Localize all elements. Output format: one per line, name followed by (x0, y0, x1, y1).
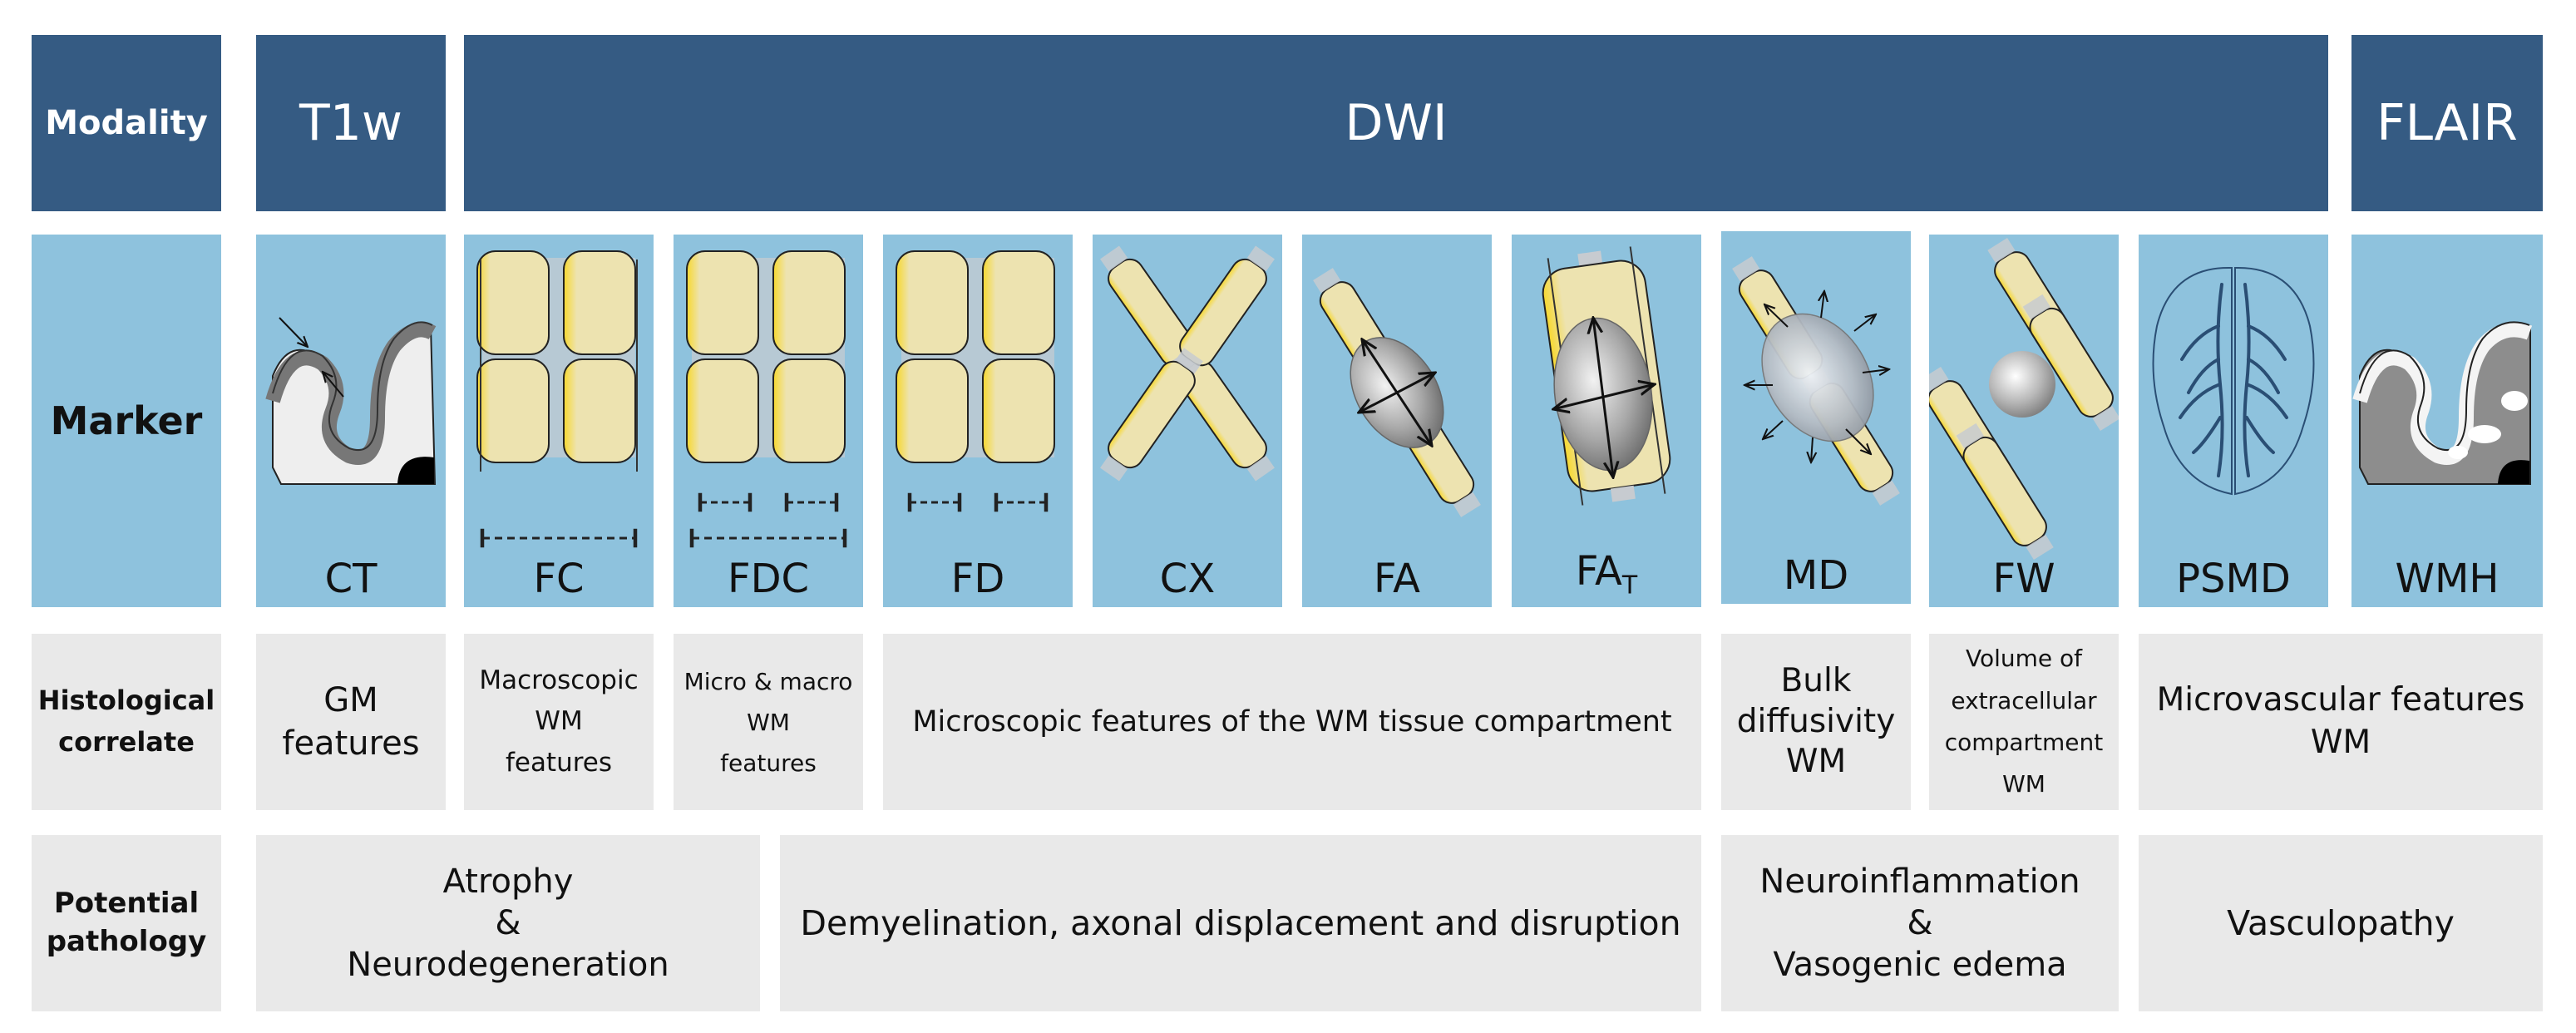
modality-dwi: DWI (464, 35, 2328, 211)
marker-label-fc: FC (533, 556, 585, 602)
tissue-fractional-anisotropy-illustration (1542, 246, 1671, 506)
marker-fw: FW (1929, 235, 2119, 607)
marker-psmd: PSMD (2139, 235, 2328, 607)
fractional-anisotropy-illustration (1306, 263, 1488, 522)
marker-fdc: FDC (674, 235, 863, 607)
marker-label-cx: CX (1159, 556, 1216, 602)
marker-wmh: WMH (2351, 235, 2543, 607)
marker-label-psmd: PSMD (2176, 556, 2291, 602)
pathology-vasculopathy: Vasculopathy (2139, 835, 2543, 1011)
free-water-illustration (1929, 235, 2119, 565)
modality-flair: FLAIR (2351, 35, 2543, 211)
row-label-marker: Marker (32, 235, 221, 607)
marker-label-md: MD (1783, 552, 1849, 599)
marker-label-fdc: FDC (727, 556, 810, 602)
marker-fa: FA (1302, 235, 1492, 607)
fiber-cross-section-illustration (476, 250, 638, 548)
marker-label-fd: FD (950, 556, 1005, 602)
marker-label-fa: FA (1373, 556, 1421, 602)
histological-microscopic: Microscopic features of the WM tissue co… (883, 634, 1701, 810)
complexity-crossing-fibers-illustration (1093, 240, 1281, 487)
cortical-thickness-illustration (265, 317, 437, 485)
pathology-demyelination: Demyelination, axonal displacement and d… (780, 835, 1701, 1011)
pathology-neuroinflammation: Neuroinflammation&Vasogenic edema (1721, 835, 2119, 1011)
mean-diffusivity-illustration (1725, 251, 1907, 511)
marker-label-wmh: WMH (2395, 556, 2500, 602)
row-label-modality: Modality (32, 35, 221, 211)
modality-t1w: T1w (256, 35, 446, 211)
brain-vessels-icon (2152, 266, 2315, 496)
marker-fat: FAT (1512, 235, 1701, 607)
white-matter-hyperintensity-illustration (2352, 321, 2533, 485)
marker-label-ct: CT (324, 556, 378, 602)
marker-label-fw: FW (1992, 556, 2055, 602)
marker-label-fat: FAT (1575, 548, 1638, 601)
marker-md: MD (1721, 231, 1911, 604)
pathology-atrophy: Atrophy&Neurodegeneration (256, 835, 760, 1011)
marker-fd: FD (883, 235, 1073, 607)
marker-cx: CX (1093, 235, 1282, 607)
marker-ct: CT (256, 235, 446, 607)
fiber-density-cross-section-illustration (686, 250, 847, 548)
fiber-density-illustration (896, 250, 1055, 512)
marker-fc: FC (464, 235, 654, 607)
